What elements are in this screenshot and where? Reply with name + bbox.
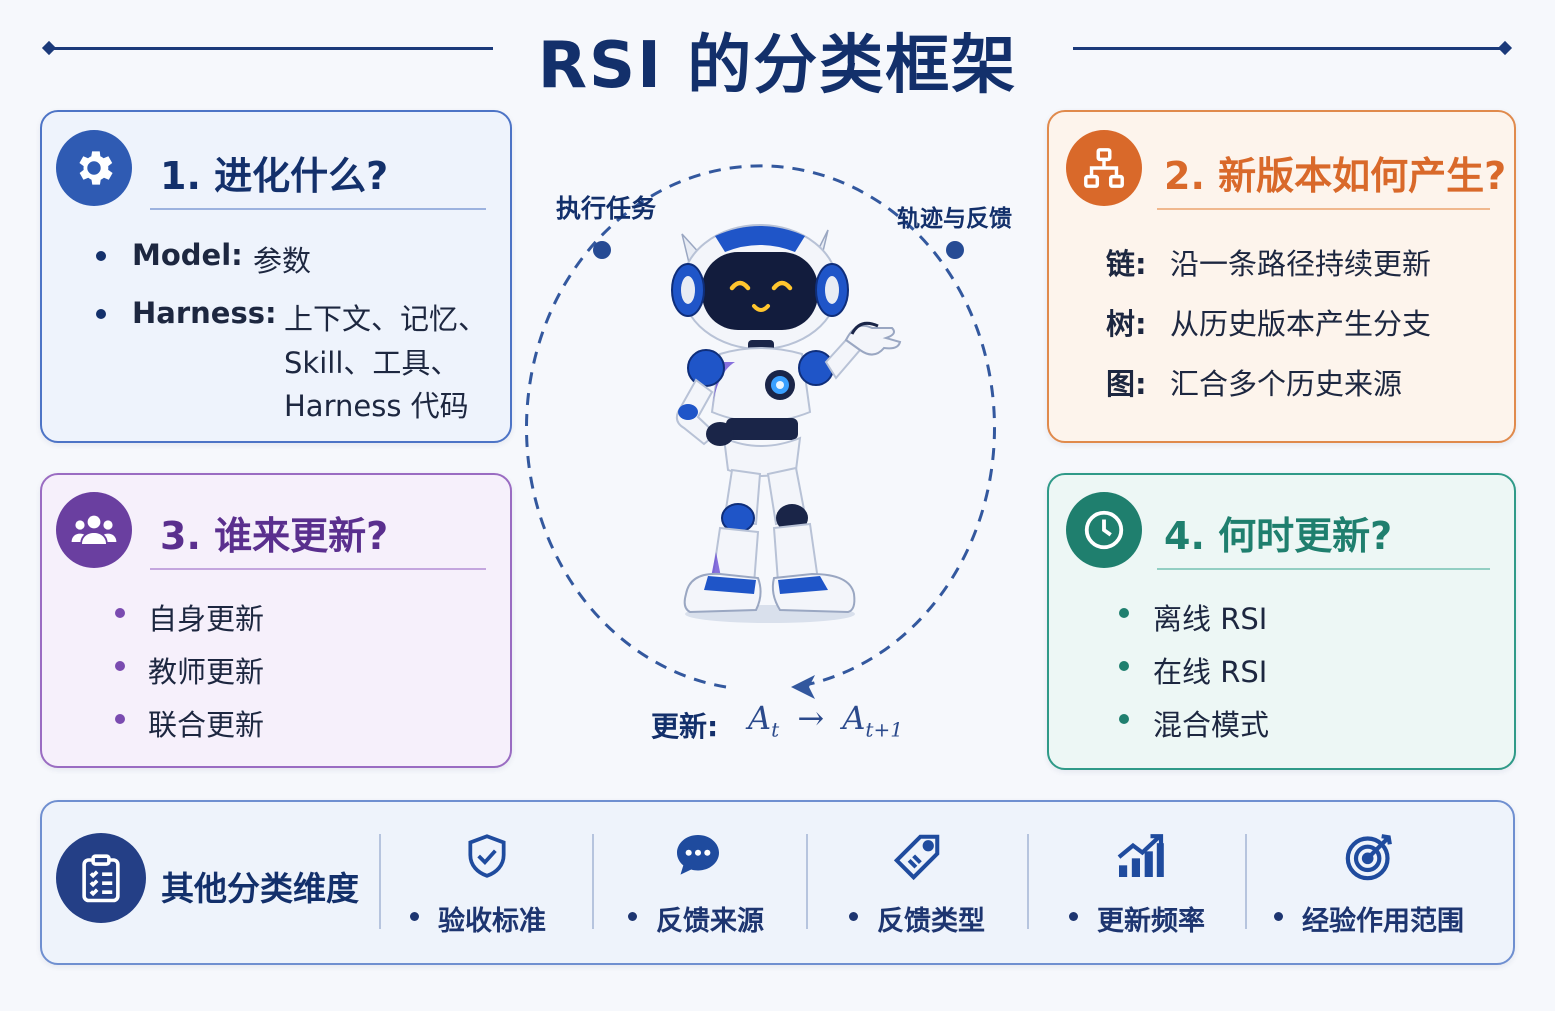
- card1-heading: 1. 进化什么?: [160, 154, 389, 198]
- bullet: [1274, 912, 1283, 921]
- card2-item2-value: 从历史版本产生分支: [1170, 307, 1432, 341]
- card1-heading-rule: [150, 208, 486, 210]
- formula-to: A: [842, 699, 866, 737]
- bullet: [96, 309, 106, 319]
- divider: [1245, 834, 1247, 929]
- card2-heading: 2. 新版本如何产生?: [1164, 154, 1507, 198]
- dimension-label-experience-scope: 经验作用范围: [1302, 906, 1464, 937]
- card2-item2-key: 树:: [1106, 307, 1147, 341]
- formula-arrow: →: [797, 699, 825, 737]
- divider: [592, 834, 594, 929]
- divider: [379, 834, 381, 929]
- clipboard-badge: [56, 833, 146, 923]
- card4-item2: 在线 RSI: [1153, 655, 1268, 689]
- page-title: RSI 的分类框架: [537, 29, 1018, 103]
- gear-icon: [79, 151, 113, 185]
- card4-item3: 混合模式: [1153, 708, 1270, 742]
- cycle-arc: [525, 164, 996, 689]
- card2-item3-value: 汇合多个历史来源: [1170, 367, 1403, 401]
- card1-item1-key: Model:: [132, 238, 243, 272]
- card3-item2: 教师更新: [148, 655, 265, 689]
- card2-item3-key: 图:: [1106, 367, 1147, 401]
- update-label: 更新:: [651, 710, 719, 743]
- card3-item3: 联合更新: [148, 708, 265, 742]
- cycle-arrowhead: [791, 675, 815, 699]
- card1-item2-key: Harness:: [132, 296, 277, 330]
- update-formula: At → At+1: [748, 699, 903, 741]
- card3-heading: 3. 谁来更新?: [160, 514, 389, 558]
- shield-check-icon: [468, 834, 506, 878]
- card4-heading: 4. 何时更新?: [1164, 514, 1393, 558]
- formula-from-subscript: t: [771, 717, 780, 742]
- bullet: [1119, 661, 1129, 671]
- card4-item1: 离线 RSI: [1153, 602, 1268, 636]
- bar-chart-up-icon: [1117, 834, 1164, 877]
- formula-from: A: [748, 699, 772, 737]
- cycle-node-left: [593, 241, 611, 259]
- card1-item1-value: 参数: [253, 244, 312, 278]
- title-rule-right: [1073, 47, 1505, 50]
- bullet: [96, 251, 106, 261]
- bullet: [1119, 608, 1129, 618]
- hierarchy-badge: [1066, 130, 1142, 206]
- card3-heading-rule: [150, 568, 486, 570]
- card2-item1-key: 链:: [1106, 247, 1147, 281]
- people-group-icon: [71, 515, 117, 544]
- hierarchy-icon: [1084, 148, 1124, 188]
- bullet: [115, 714, 125, 724]
- bullet: [849, 912, 858, 921]
- tag-icon: [893, 834, 940, 881]
- cycle-label-feedback: 轨迹与反馈: [897, 206, 1012, 232]
- card4-heading-rule: [1157, 568, 1490, 570]
- chat-bubble-icon: [677, 835, 719, 875]
- card2-item1-value: 沿一条路径持续更新: [1170, 247, 1432, 281]
- formula-to-subscript: t+1: [865, 717, 903, 742]
- card1-item2-line1: 上下文、记忆、: [284, 302, 488, 336]
- bullet: [115, 661, 125, 671]
- card2-heading-rule: [1157, 208, 1490, 210]
- gear-badge: [56, 130, 132, 206]
- dimension-label-feedback-type: 反馈类型: [877, 906, 985, 937]
- card-other-dimensions: [40, 800, 1515, 965]
- cycle-node-right: [946, 241, 964, 259]
- bullet: [115, 608, 125, 618]
- people-badge: [56, 492, 132, 568]
- divider: [1027, 834, 1029, 929]
- target-icon: [1345, 834, 1392, 881]
- cycle-label-execute: 执行任务: [556, 194, 657, 223]
- bullet: [1119, 714, 1129, 724]
- update-cycle: [525, 164, 996, 699]
- clock-badge: [1066, 492, 1142, 568]
- other-heading: 其他分类维度: [161, 869, 359, 908]
- clipboard-checklist-icon: [82, 854, 120, 903]
- title-rule-left: [48, 47, 493, 50]
- robot-mascot: [671, 224, 902, 623]
- card1-item2-line3: Harness 代码: [284, 389, 469, 423]
- card1-item2-line2: Skill、工具、: [284, 346, 460, 380]
- dimension-label-update-frequency: 更新频率: [1097, 906, 1205, 937]
- bullet: [1069, 912, 1078, 921]
- dimension-label-acceptance: 验收标准: [438, 906, 546, 937]
- bullet: [410, 912, 419, 921]
- bullet: [628, 912, 637, 921]
- dimension-label-feedback-source: 反馈来源: [656, 906, 764, 937]
- card3-item1: 自身更新: [148, 602, 265, 636]
- clock-icon: [1084, 510, 1124, 550]
- divider: [806, 834, 808, 929]
